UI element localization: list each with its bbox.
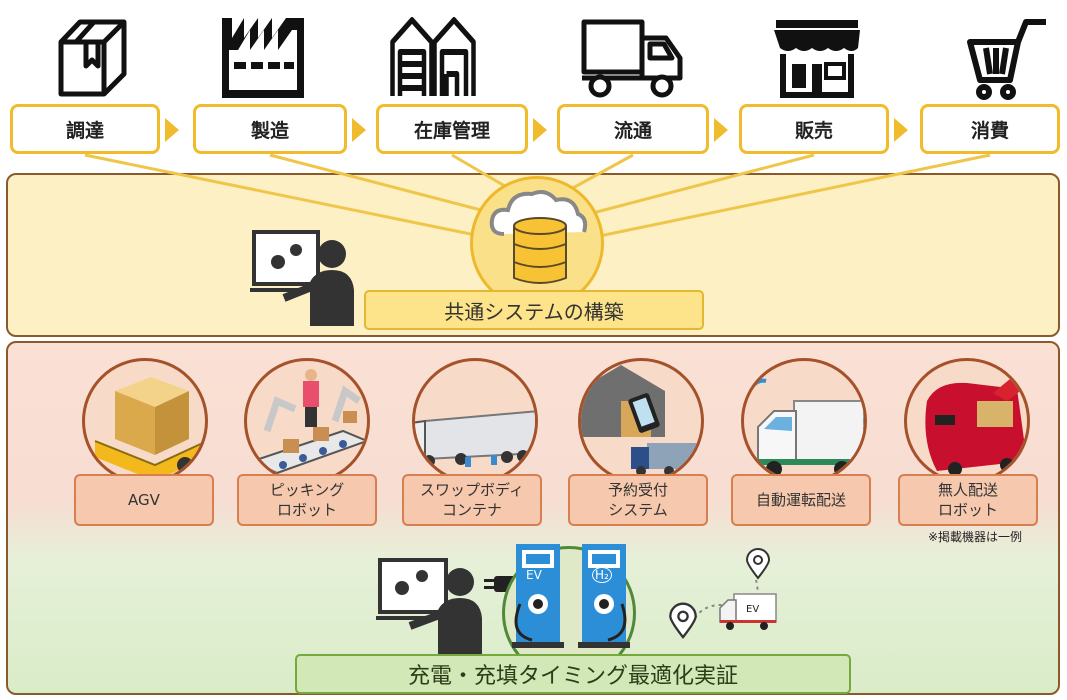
location-pin-icon	[669, 602, 697, 640]
arrow-icon	[352, 118, 366, 142]
swap-body-circle	[412, 358, 538, 484]
operator-with-monitor-icon	[376, 558, 482, 656]
stage-consumption: 消費	[920, 104, 1060, 154]
operator-with-monitor-icon	[250, 230, 354, 326]
picking-robot-icon	[250, 369, 367, 475]
stage-distribution: 流通	[557, 104, 709, 154]
equipment-label-line: ピッキング	[269, 481, 345, 499]
delivery-robot-circle	[904, 358, 1030, 484]
picking-robot-circle	[244, 358, 370, 484]
location-pin-icon	[745, 548, 771, 580]
h2-tag: H₂	[592, 567, 612, 583]
reservation-warehouse-icon	[581, 365, 701, 476]
stage-inventory: 在庫管理	[376, 104, 528, 154]
equipment-label-line: ロボット	[276, 501, 337, 519]
h2-charger-icon	[578, 544, 630, 648]
cart-icon	[967, 19, 1046, 100]
ev-tag: EV	[526, 568, 542, 582]
agv-circle	[82, 358, 208, 484]
truck-icon	[581, 19, 683, 98]
box-icon	[58, 19, 127, 97]
stage-sales: 販売	[739, 104, 889, 154]
equipment-label-delivery-robot: 無人配送 ロボット	[898, 474, 1038, 526]
reservation-circle	[578, 358, 704, 484]
arrow-icon	[165, 118, 179, 142]
cloud-database-icon	[489, 190, 588, 284]
equipment-label-reservation: 予約受付 システム	[568, 474, 708, 526]
equipment-label-autonomous: 自動運転配送	[731, 474, 871, 526]
warehouse-icon	[390, 17, 476, 96]
factory-icon	[222, 18, 304, 98]
equipment-label-picking-robot: ピッキング ロボット	[237, 474, 377, 526]
equipment-label-line: 無人配送	[937, 481, 998, 499]
equipment-label-swap-body: スワップボディ コンテナ	[402, 474, 542, 526]
equipment-label-line: 予約受付	[607, 481, 668, 499]
swap-body-truck-icon	[415, 410, 535, 467]
equipment-note: ※掲載機器は一例	[928, 530, 1023, 544]
equipment-label-line: ロボット	[937, 501, 998, 519]
stage-procurement: 調達	[10, 104, 160, 154]
equipment-label-line: システム	[608, 501, 668, 519]
ev-van-icon	[719, 593, 777, 630]
equipment-label-agv: AGV	[74, 474, 214, 526]
delivery-robot-icon	[925, 365, 1027, 476]
stage-manufacturing: 製造	[193, 104, 347, 154]
equipment-label-line: AGV	[128, 491, 160, 509]
equipment-label-line: 自動運転配送	[755, 491, 846, 509]
agv-icon	[94, 377, 205, 481]
connector-lines	[84, 153, 991, 240]
charging-banner: 充電・充填タイミング最適化実証	[295, 654, 851, 694]
arrow-icon	[533, 118, 547, 142]
common-system-banner: 共通システムの構築	[364, 290, 704, 330]
store-icon	[774, 20, 860, 98]
van-ev-tag: EV	[746, 604, 760, 615]
autonomous-delivery-circle	[741, 358, 867, 484]
ev-charger-icon	[512, 544, 564, 648]
equipment-label-line: スワップボディ	[420, 481, 524, 499]
equipment-label-line: コンテナ	[441, 501, 502, 519]
arrow-icon	[894, 118, 908, 142]
autonomous-truck-icon	[746, 368, 864, 477]
arrow-icon	[714, 118, 728, 142]
